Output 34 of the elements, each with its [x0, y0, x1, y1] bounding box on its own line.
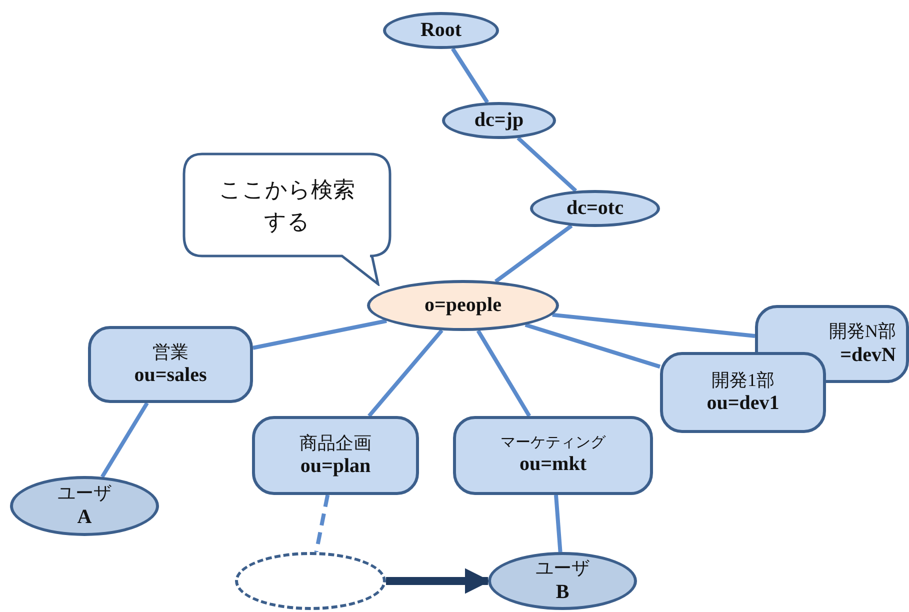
node-label: B	[556, 580, 570, 605]
connector-line	[252, 318, 387, 350]
node-label: 営業	[152, 340, 188, 364]
connector-line	[368, 329, 444, 418]
node-label: 開発1部	[712, 368, 774, 392]
node-label: ou=dev1	[706, 391, 780, 416]
speech-bubble	[182, 152, 392, 286]
node-label: 商品企画	[300, 432, 372, 454]
node-label: Root	[420, 18, 462, 43]
node-label: dc=otc	[566, 196, 624, 221]
node-label: o=people	[424, 293, 502, 318]
connector-line	[554, 494, 562, 552]
rounded-box	[660, 352, 826, 433]
node-label: dc=jp	[474, 108, 524, 133]
node-label: ユーザ	[58, 482, 112, 505]
node-label: ここから検索する	[218, 176, 356, 236]
node-label: ユーザ	[536, 557, 590, 580]
connector-line	[552, 312, 756, 338]
node-label: A	[77, 504, 92, 530]
connector-line	[451, 48, 490, 104]
connector-line	[100, 402, 149, 478]
node-label: ou=sales	[134, 363, 207, 388]
node-label: 開発N部	[829, 320, 896, 343]
connector-line	[516, 136, 578, 192]
node-label: ou=plan	[300, 454, 371, 480]
connector-line	[524, 322, 661, 369]
connector-line	[314, 494, 330, 552]
rounded-box	[453, 416, 653, 495]
rounded-box	[252, 416, 419, 495]
node-label: マーケティング	[500, 434, 606, 452]
rounded-box	[88, 326, 253, 403]
connector-line	[476, 330, 532, 418]
node-label: =devN	[840, 342, 896, 368]
node-label: ou=mkt	[520, 452, 586, 478]
